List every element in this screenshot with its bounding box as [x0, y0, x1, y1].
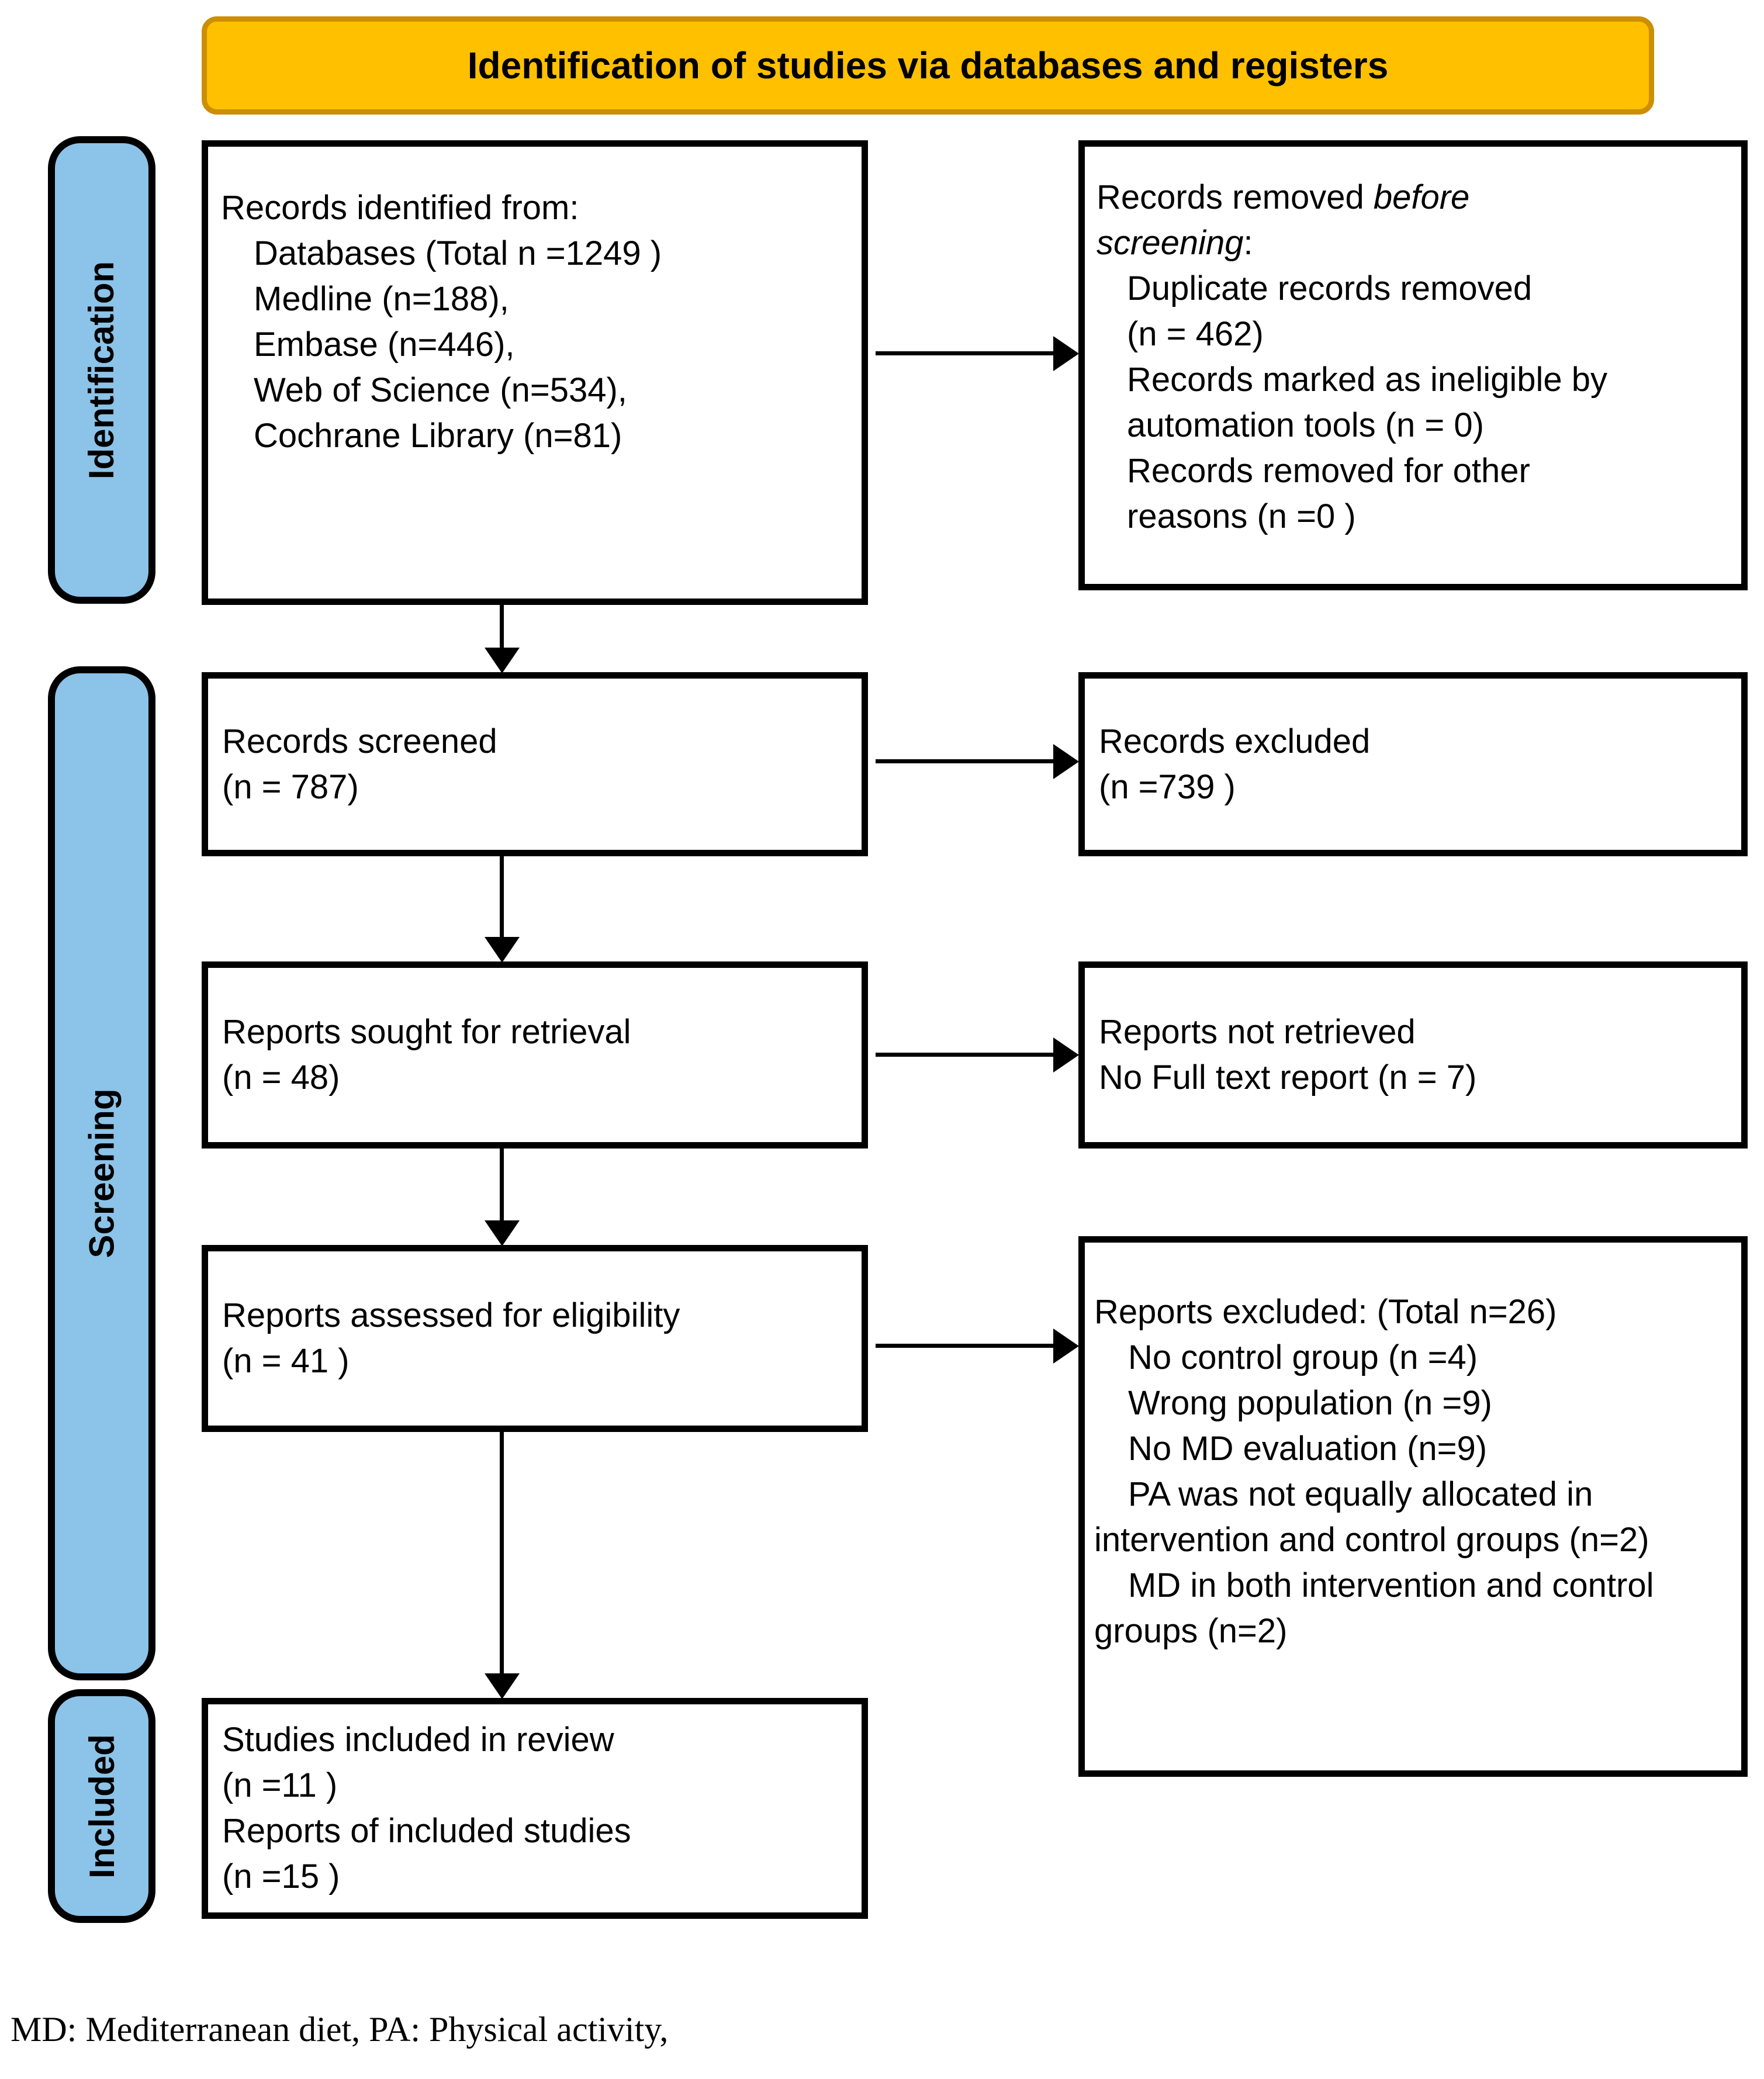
box-title: Records removed before screening:	[1097, 175, 1732, 266]
excluded-reason-item: PA was not equally allocated in interven…	[1094, 1475, 1649, 1559]
stage-label-text: Screening	[82, 1088, 122, 1258]
excluded-reason-item: MD in both intervention and control grou…	[1094, 1566, 1654, 1650]
box-line: Reports of included studies	[222, 1812, 631, 1850]
arrow-assessed-to-reports-excluded	[876, 1344, 1054, 1348]
removed-reason-item: Records marked as ineligible by automati…	[1127, 361, 1608, 444]
box-count: (n =15 )	[222, 1857, 340, 1895]
box-line: Records excluded	[1099, 722, 1371, 760]
box-reports-sought: Reports sought for retrieval (n = 48)	[202, 961, 868, 1149]
box-title: Reports excluded: (Total n=26)	[1094, 1293, 1557, 1331]
box-line: No Full text report (n = 7)	[1099, 1058, 1477, 1096]
database-item: Web of Science (n=534),	[254, 371, 627, 409]
excluded-reason-item: No MD evaluation (n=9)	[1128, 1430, 1488, 1468]
abbreviation-footnote: MD: Mediterranean diet, PA: Physical act…	[11, 2010, 669, 2049]
banner-title: Identification of studies via databases …	[202, 16, 1654, 115]
box-line: Records screened	[222, 722, 497, 760]
box-reports-excluded: Reports excluded: (Total n=26) No contro…	[1078, 1236, 1748, 1777]
arrow-assessed-to-included	[500, 1427, 504, 1675]
title-italic: screening	[1097, 224, 1244, 262]
box-line: Studies included in review	[222, 1721, 614, 1759]
arrow-identified-to-removed	[876, 351, 1054, 355]
box-title: Records identified from:	[221, 189, 579, 227]
removed-reason-item: Duplicate records removed (n = 462)	[1127, 269, 1533, 353]
database-item: Medline (n=188),	[254, 280, 509, 318]
arrow-screened-to-excluded	[876, 759, 1054, 763]
box-count: (n = 41 )	[222, 1342, 350, 1380]
arrow-sought-to-assessed	[500, 1147, 504, 1222]
box-count: (n =11 )	[222, 1766, 338, 1804]
arrow-identified-to-screened	[500, 603, 504, 649]
excluded-reason-item: Wrong population (n =9)	[1128, 1384, 1492, 1422]
stage-label-text: Identification	[82, 261, 122, 479]
title-regular: Records removed	[1097, 178, 1374, 216]
database-item: Databases (Total n =1249 )	[254, 234, 662, 272]
box-line: Reports not retrieved	[1099, 1013, 1416, 1051]
box-reports-not-retrieved: Reports not retrieved No Full text repor…	[1078, 961, 1748, 1149]
box-studies-included: Studies included in review (n =11 ) Repo…	[202, 1698, 868, 1919]
title-suffix: :	[1243, 224, 1253, 262]
stage-label-screening: Screening	[48, 666, 155, 1680]
stage-label-included: Included	[48, 1689, 155, 1923]
box-count: (n =739 )	[1099, 767, 1236, 806]
arrow-sought-to-not-retrieved	[876, 1053, 1054, 1057]
box-reports-assessed: Reports assessed for eligibility (n = 41…	[202, 1245, 868, 1432]
database-item: Cochrane Library (n=81)	[254, 417, 622, 455]
arrow-screened-to-sought	[500, 855, 504, 938]
title-italic: before	[1373, 178, 1470, 216]
excluded-reason-item: No control group (n =4)	[1128, 1338, 1478, 1376]
banner-title-text: Identification of studies via databases …	[467, 44, 1389, 87]
stage-label-identification: Identification	[48, 136, 155, 604]
box-records-identified: Records identified from: Databases (Tota…	[202, 140, 868, 605]
box-records-excluded: Records excluded (n =739 )	[1078, 672, 1748, 856]
box-records-removed: Records removed before screening: Duplic…	[1078, 140, 1748, 590]
stage-label-text: Included	[82, 1734, 122, 1879]
database-item: Embase (n=446),	[254, 326, 515, 364]
box-line: Reports sought for retrieval	[222, 1013, 631, 1051]
box-count: (n = 787)	[222, 767, 359, 806]
box-line: Reports assessed for eligibility	[222, 1296, 680, 1334]
box-count: (n = 48)	[222, 1058, 340, 1096]
removed-reason-item: Records removed for other reasons (n =0 …	[1127, 452, 1530, 535]
box-records-screened: Records screened (n = 787)	[202, 672, 868, 856]
